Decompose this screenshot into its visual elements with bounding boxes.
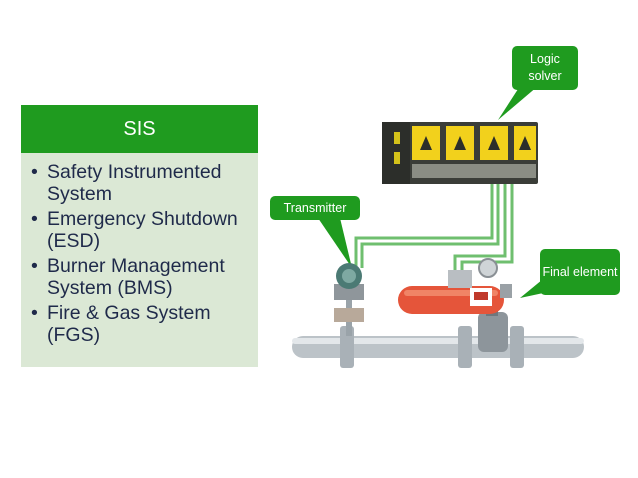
process-pipe xyxy=(292,326,584,368)
list-item: Safety Instrumented System xyxy=(31,161,250,205)
signal-wiring xyxy=(354,176,514,270)
final-element xyxy=(398,258,512,352)
final-element-callout: Final element xyxy=(540,249,620,295)
transmitter-pointer xyxy=(318,218,352,268)
sis-panel: SIS Safety Instrumented System Emergency… xyxy=(21,105,258,367)
logic-solver-pointer xyxy=(498,86,538,120)
logic-solver xyxy=(382,122,538,184)
logic-solver-callout: Logic solver xyxy=(512,46,578,90)
list-item: Emergency Shutdown (ESD) xyxy=(31,208,250,252)
transmitter-callout: Transmitter xyxy=(270,196,360,220)
sis-list: Safety Instrumented System Emergency Shu… xyxy=(21,153,258,346)
list-item: Fire & Gas System (FGS) xyxy=(31,302,250,346)
transmitter xyxy=(334,263,364,336)
list-item: Burner Management System (BMS) xyxy=(31,255,250,299)
panel-title: SIS xyxy=(21,105,258,153)
